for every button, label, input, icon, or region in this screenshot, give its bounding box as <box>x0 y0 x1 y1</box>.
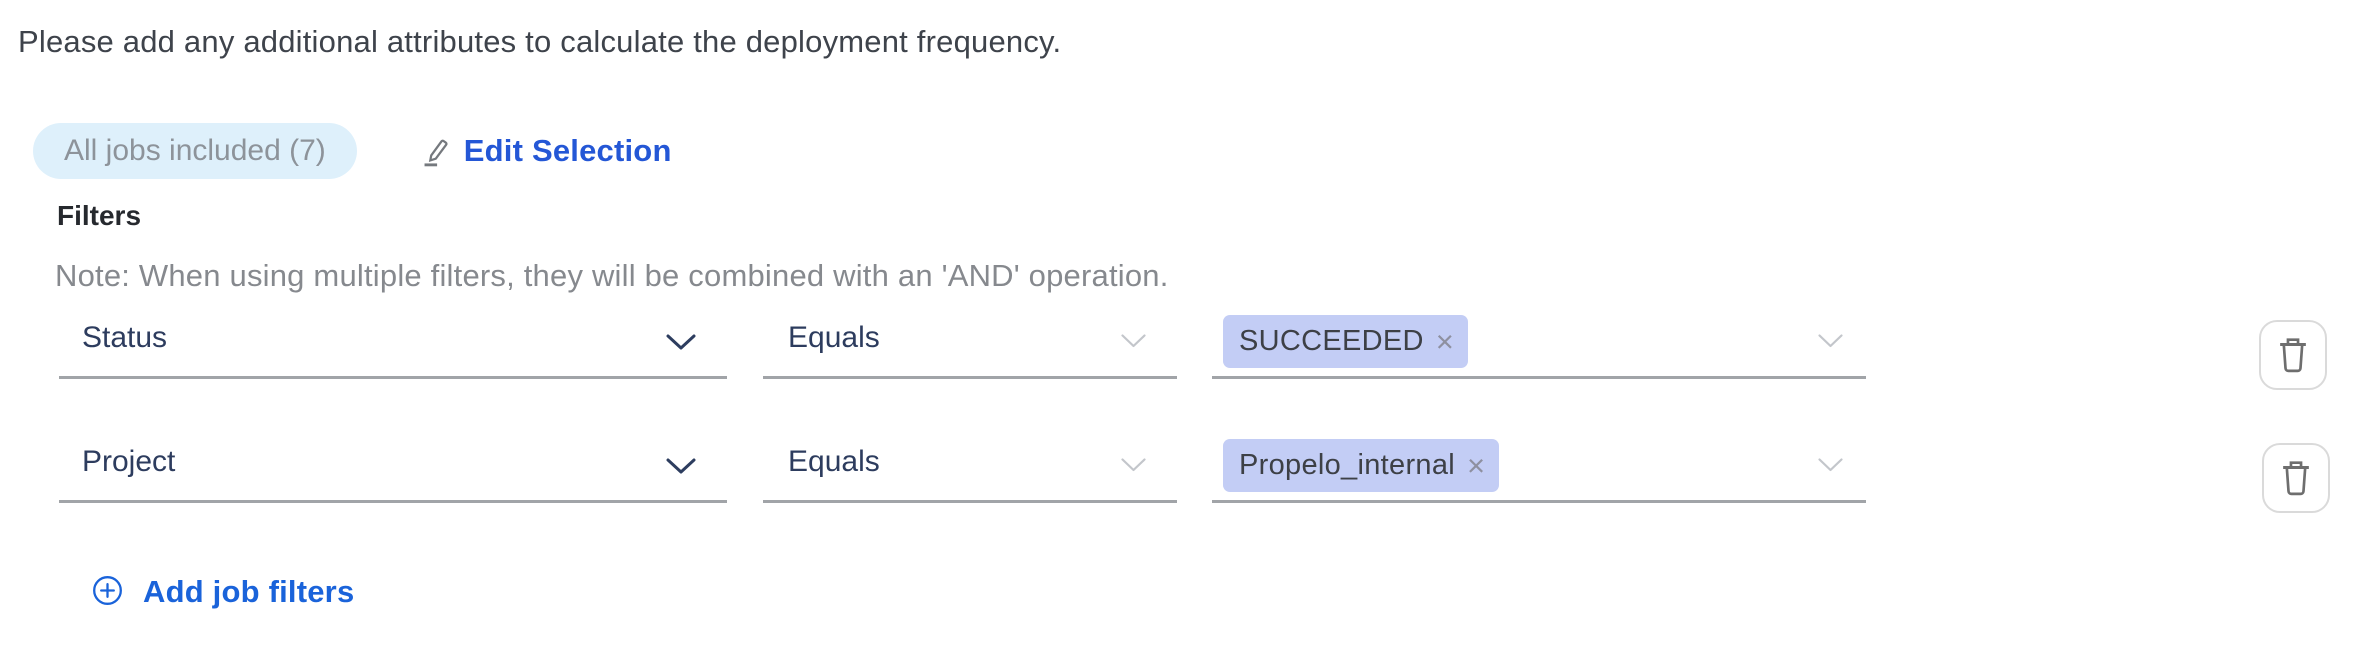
attribute-select[interactable]: Project <box>59 429 727 503</box>
operator-select[interactable]: Equals <box>763 429 1177 503</box>
values-multiselect[interactable]: Propelo_internal × <box>1212 429 1866 503</box>
add-job-filters-button[interactable]: Add job filters <box>92 572 354 612</box>
attribute-select[interactable]: Status <box>59 305 727 379</box>
filters-note: Note: When using multiple filters, they … <box>55 258 1169 293</box>
value-tag-label: Propelo_internal <box>1239 449 1455 481</box>
operator-select-value: Equals <box>788 445 880 478</box>
value-tag: Propelo_internal × <box>1223 439 1500 492</box>
trash-icon <box>2276 335 2310 376</box>
remove-value-icon[interactable]: × <box>1467 448 1486 483</box>
edit-selection-label: Edit Selection <box>463 133 672 168</box>
attribute-select-value: Project <box>82 445 176 478</box>
trash-icon <box>2279 458 2313 499</box>
add-job-filters-label: Add job filters <box>143 574 355 609</box>
delete-filter-button[interactable] <box>2262 443 2330 513</box>
values-multiselect[interactable]: SUCCEEDED × <box>1212 305 1866 379</box>
pencil-underline-icon <box>419 134 451 168</box>
remove-value-icon[interactable]: × <box>1435 324 1454 359</box>
value-tag-label: SUCCEEDED <box>1239 325 1424 357</box>
filters-heading: Filters <box>57 200 142 231</box>
filter-row: Project Equals Propelo_internal × <box>0 429 2376 503</box>
instruction-text: Please add any additional attributes to … <box>18 24 1062 59</box>
operator-select-value: Equals <box>788 321 880 354</box>
delete-filter-button[interactable] <box>2259 320 2327 390</box>
jobs-summary-row: All jobs included (7) Edit Selection <box>33 122 672 180</box>
edit-selection-link[interactable]: Edit Selection <box>419 133 672 169</box>
chevron-down-icon <box>1817 333 1844 354</box>
attribute-select-value: Status <box>82 321 168 354</box>
chevron-down-icon <box>1817 457 1844 478</box>
value-tag: SUCCEEDED × <box>1223 315 1468 368</box>
chevron-down-icon <box>665 333 697 356</box>
plus-circle-icon <box>92 575 123 609</box>
all-jobs-included-badge: All jobs included (7) <box>33 123 357 179</box>
filter-row: Status Equals SUCCEEDED × <box>0 305 2376 379</box>
chevron-down-icon <box>665 457 697 480</box>
chevron-down-icon <box>1120 333 1147 354</box>
chevron-down-icon <box>1120 457 1147 478</box>
operator-select[interactable]: Equals <box>763 305 1177 379</box>
